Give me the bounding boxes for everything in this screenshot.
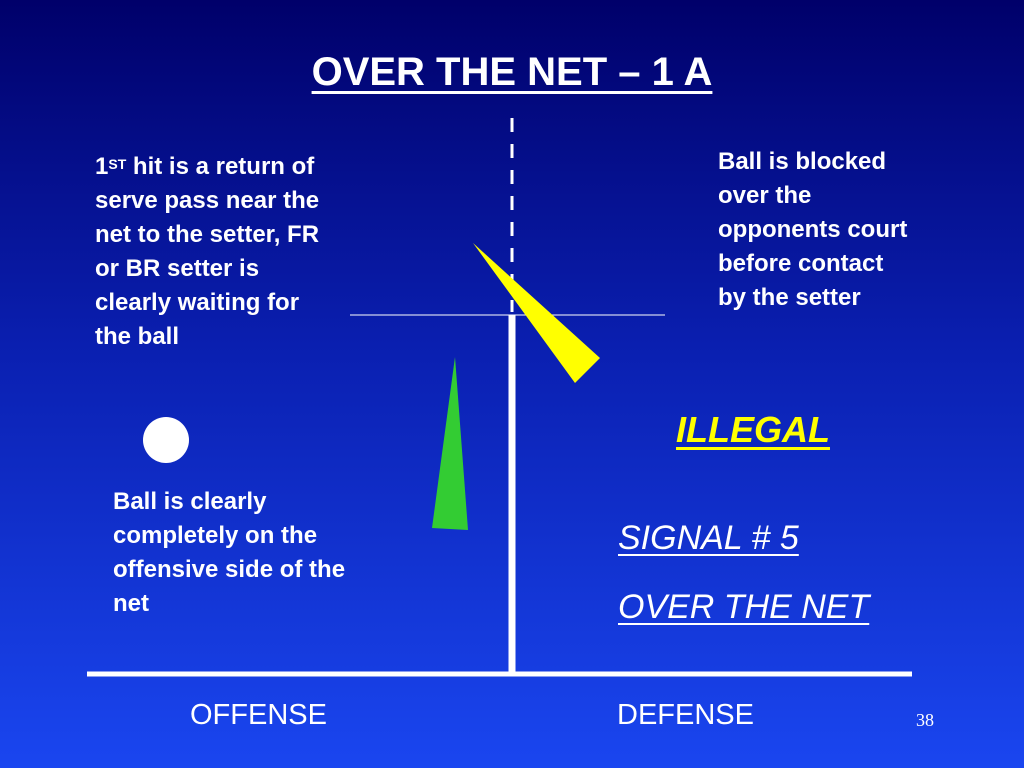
ruling-label: ILLEGAL	[676, 409, 830, 450]
signal-name: OVER THE NET	[618, 588, 870, 626]
ball-path-wedge	[432, 357, 468, 530]
first-hit-description: 1ST hit is a return of serve pass near t…	[95, 150, 335, 354]
blocked-ball-path-wedge	[473, 243, 600, 383]
defense-label: DEFENSE	[617, 699, 754, 731]
first-hit-superscript: ST	[108, 156, 127, 172]
slide-title: OVER THE NET – 1 A	[0, 48, 1024, 96]
slide-title-text: OVER THE NET – 1 A	[311, 50, 713, 94]
ball-icon	[143, 417, 189, 463]
offensive-side-description: Ball is clearly completely on the offens…	[113, 488, 346, 617]
signal-number: SIGNAL # 5	[618, 519, 799, 557]
slide-page-number: 38	[916, 710, 934, 730]
first-hit-number: 1	[95, 153, 109, 180]
blocked-description: Ball is blocked over the opponents court…	[718, 148, 908, 311]
offense-label: OFFENSE	[190, 699, 327, 731]
first-hit-text: hit is a return of serve pass near the n…	[95, 153, 320, 350]
